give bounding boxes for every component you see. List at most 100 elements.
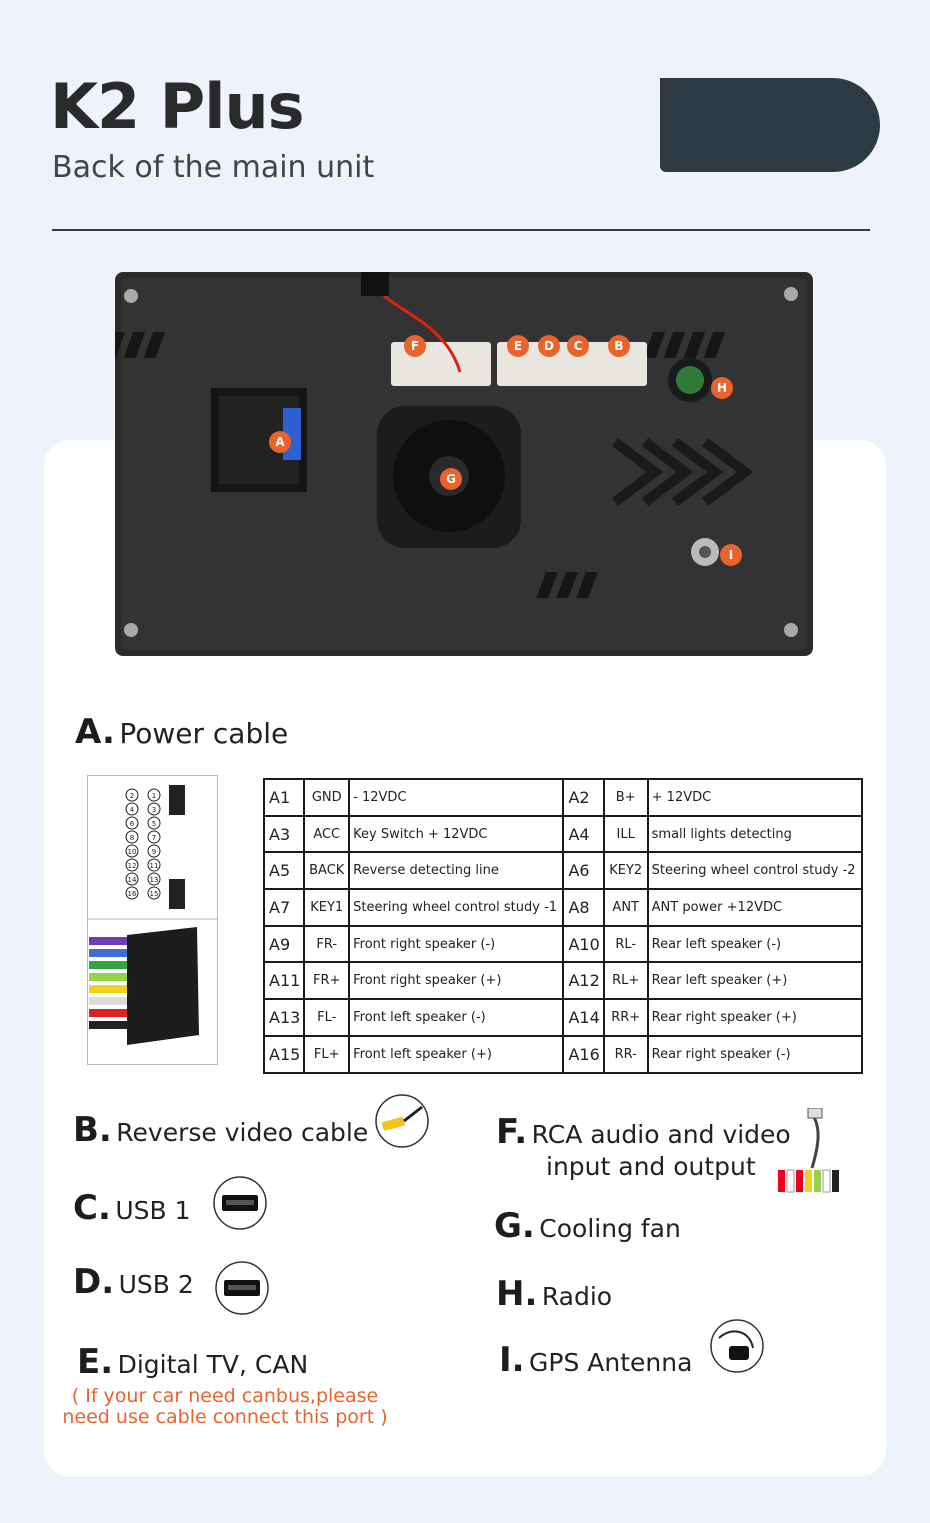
item-e-note: ( If your car need canbus,please need us… [62,1385,388,1428]
item-e-label: Digital TV, CAN [117,1350,309,1379]
item-g: G. Cooling fan [494,1206,681,1246]
item-c-letter: C. [73,1188,111,1228]
item-c-label: USB 1 [115,1196,191,1225]
item-b: B. Reverse video cable [73,1110,368,1150]
svg-text:4: 4 [130,806,135,814]
pin-signal: FR- [303,924,351,964]
pin-description: Front left speaker (+) [348,1034,565,1074]
item-d: D. USB 2 [73,1262,194,1302]
svg-text:15: 15 [150,890,159,898]
item-d-letter: D. [73,1262,115,1302]
item-e: E. Digital TV, CAN [77,1342,308,1382]
pin-id: A16 [562,1034,605,1074]
pin-description: ANT power +12VDC [646,888,864,927]
pin-description: Front left speaker (-) [348,998,565,1037]
pin-description: Rear left speaker (+) [646,961,864,1001]
pin-id: A9 [262,924,306,964]
item-h-label: Radio [541,1282,613,1311]
pin-id: A12 [562,961,605,1001]
page-subtitle: Back of the main unit [52,150,375,185]
harness-wires-image [89,927,199,1045]
pin-id: A14 [562,998,605,1037]
item-i-letter: I. [499,1340,525,1380]
svg-text:10: 10 [128,848,137,856]
item-f: F. RCA audio and video [496,1112,791,1152]
pin-id: A7 [262,888,306,927]
pin-signal: FL- [303,998,351,1037]
marker-b: B [614,339,623,353]
pin-id: A13 [262,998,306,1037]
svg-text:11: 11 [150,862,159,870]
marker-h: H [717,381,727,395]
svg-text:8: 8 [130,834,134,842]
pin-id: A3 [262,814,306,854]
pin-id: A8 [562,888,605,927]
pin-id: A10 [562,924,605,964]
marker-e: E [514,339,522,353]
pin-id: A6 [562,851,605,891]
svg-text:14: 14 [128,876,137,884]
marker-g: G [446,472,456,486]
pin-description: Front right speaker (+) [348,961,565,1001]
pin-id: A1 [262,778,306,817]
item-c: C. USB 1 [73,1188,191,1228]
item-i: I. GPS Antenna [499,1340,692,1380]
item-f-label-line2: input and output [546,1152,756,1181]
svg-text:5: 5 [152,820,156,828]
svg-text:6: 6 [130,820,135,828]
pin-id: A15 [262,1034,306,1074]
section-a-heading: A. Power cable [75,712,288,752]
usb-port-icon [215,1261,269,1315]
pin-description: Steering wheel control study -1 [348,888,565,927]
marker-a: A [275,435,285,449]
pin-description: Rear right speaker (+) [646,998,864,1037]
pin-signal: KEY2 [602,851,649,891]
item-f-label: RCA audio and video [531,1120,791,1149]
usb-port-icon [213,1176,267,1230]
header-divider [52,229,870,231]
svg-text:2: 2 [130,792,134,800]
rca-plug-icon [375,1094,429,1148]
marker-d: D [544,339,554,353]
pin-signal: B+ [602,778,649,817]
pin-id: A5 [262,851,306,891]
item-e-letter: E. [77,1342,114,1382]
svg-text:16: 16 [128,890,137,898]
pin-id: A2 [562,778,605,817]
pin-description: small lights detecting [646,814,864,854]
pin-signal: ACC [303,814,351,854]
pin-description: - 12VDC [348,778,565,817]
rca-cable-bundle-icon [778,1108,839,1193]
pin-signal: RR+ [602,998,649,1037]
pin-description: Rear left speaker (-) [646,924,864,964]
pin-signal: RL+ [602,961,649,1001]
page-title: K2 Plus [50,70,305,143]
item-g-letter: G. [494,1206,535,1246]
marker-i: I [729,548,733,562]
section-a-letter: A. [75,712,115,752]
gps-antenna-icon [710,1319,764,1373]
svg-text:12: 12 [128,862,137,870]
item-d-label: USB 2 [118,1270,194,1299]
pin-signal: ILL [602,814,649,854]
pin-description: Key Switch + 12VDC [348,814,565,854]
pin-description: Rear right speaker (-) [646,1034,864,1074]
pin-signal: FL+ [303,1034,351,1074]
item-b-letter: B. [73,1110,112,1150]
svg-text:7: 7 [152,834,156,842]
pin-signal: RL- [602,924,649,964]
item-h-letter: H. [496,1274,538,1314]
item-f-letter: F. [496,1112,528,1152]
section-a-label: Power cable [119,717,289,750]
pin-id: A11 [262,961,306,1001]
svg-text:9: 9 [152,848,156,856]
pin-signal: BACK [303,851,351,891]
